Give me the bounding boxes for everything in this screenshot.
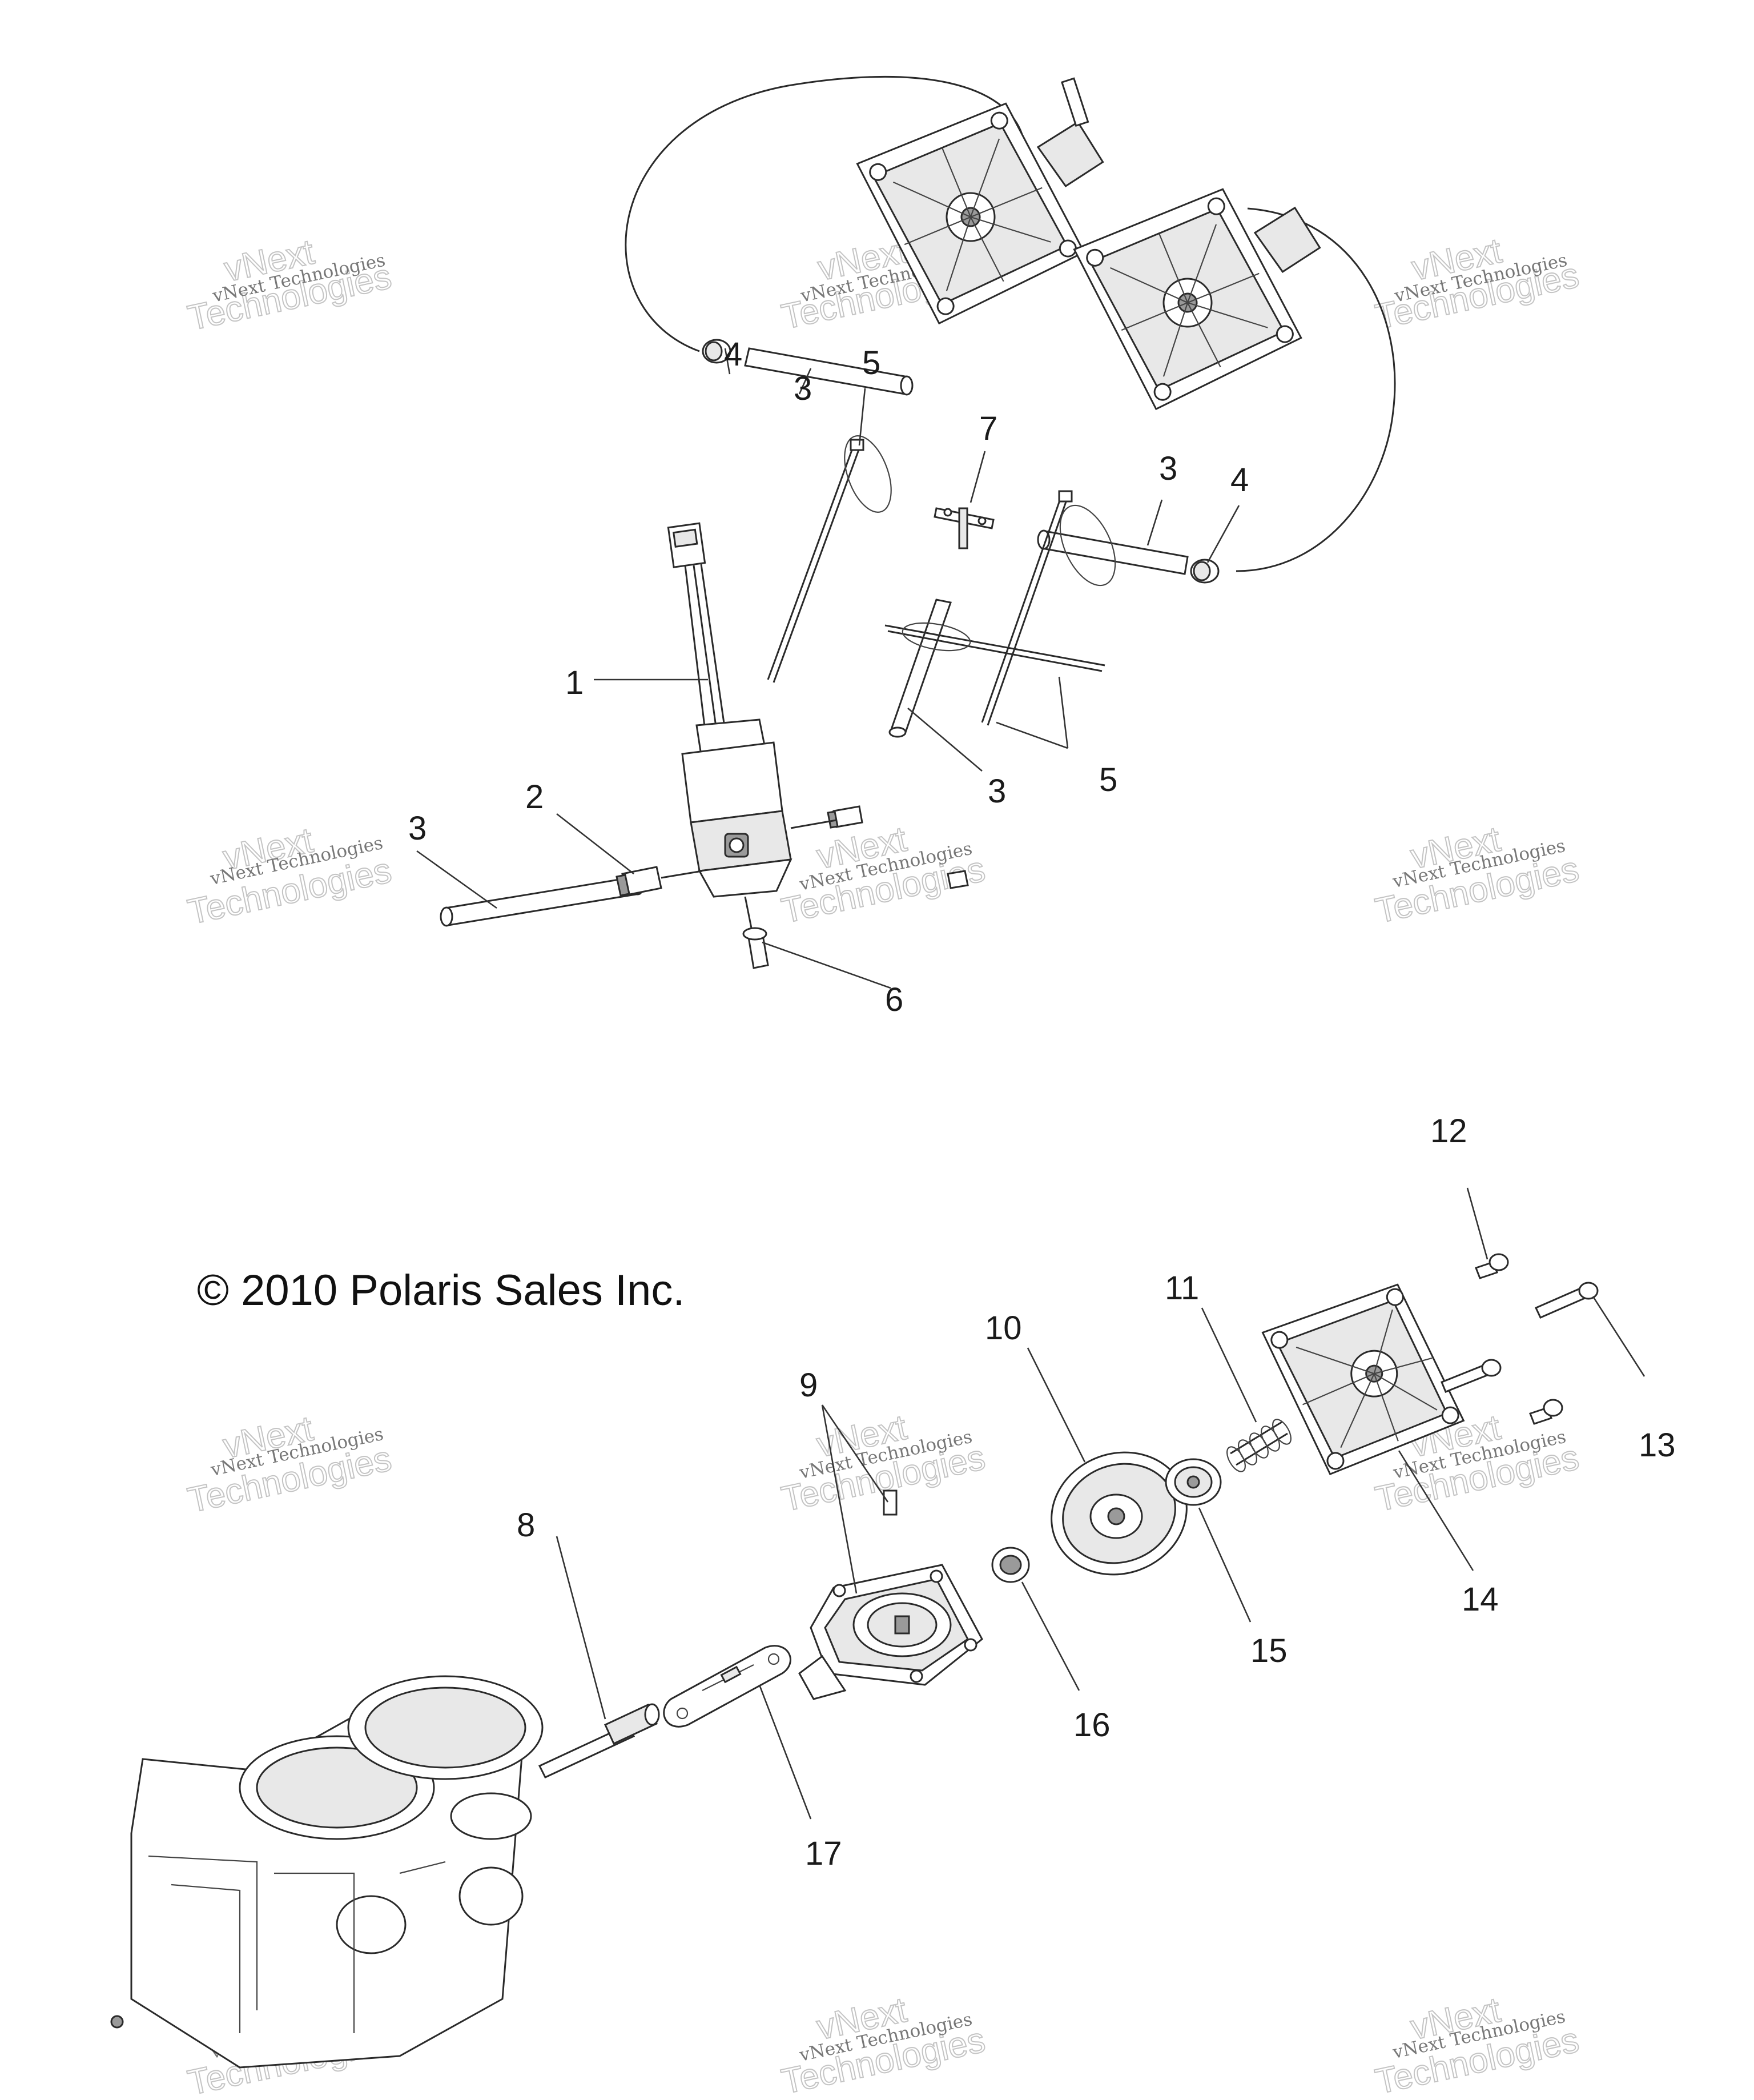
nipple-fitting (615, 866, 703, 897)
callout-4-left: 4 (724, 336, 742, 373)
callout-16: 16 (1073, 1706, 1111, 1744)
callout-14: 14 (1462, 1581, 1499, 1618)
watermark-low-center: vNext Technologies vNext Technologies (778, 1407, 989, 1520)
callout-11: 11 (1165, 1270, 1199, 1307)
diaphragm (1051, 1451, 1188, 1576)
callout-5-lower: 5 (1099, 761, 1117, 798)
callout-3-lower-left: 3 (408, 810, 427, 847)
watermark-mid-center: vNext Technologies vNext Technologies (778, 819, 989, 931)
hose-arc-left (625, 75, 1023, 352)
hose-clamp-left (702, 339, 731, 364)
bolt-short-upper (1475, 1253, 1509, 1279)
callout-7: 7 (979, 410, 997, 447)
gasket (663, 1645, 791, 1728)
callout-4-right: 4 (1230, 461, 1249, 499)
hose-clamp-right (1190, 559, 1220, 584)
hose-lower-left (440, 875, 645, 927)
watermark-top-right: vNext Technologies vNext Technologies (1371, 230, 1583, 338)
bolt-long-upper (1534, 1282, 1599, 1319)
copyright-notice: © 2010 Polaris Sales Inc. (197, 1266, 685, 1315)
callout-3-upper-left: 3 (794, 370, 812, 407)
valve-cover-bottom (1261, 1283, 1465, 1476)
hose-middle (888, 599, 952, 738)
watermark-mid-right: vNext Technologies vNext Technologies (1371, 819, 1583, 931)
seal-ring (991, 1547, 1030, 1583)
callout-8: 8 (517, 1507, 535, 1544)
hose-arc-right (1236, 207, 1396, 572)
leader-lines (416, 348, 1646, 1820)
hose-upper-left (744, 347, 914, 396)
elbow-fitting (790, 805, 969, 889)
power-valve-shaft (538, 1703, 660, 1778)
valve-cover-left (856, 77, 1104, 325)
sensor-assembly (667, 522, 792, 898)
callout-10: 10 (985, 1310, 1022, 1347)
spring-seat (1165, 1458, 1222, 1506)
watermark-bottom-right: vNext Technologies vNext Technologies (1371, 1990, 1583, 2100)
tie-strap-right (981, 490, 1116, 726)
watermark-top-left: vNext Technologies vNext Technologies (184, 232, 395, 339)
callout-15: 15 (1250, 1632, 1288, 1669)
callout-12: 12 (1430, 1113, 1467, 1150)
callout-6: 6 (885, 981, 903, 1018)
callout-1: 1 (565, 664, 584, 701)
callout-13: 13 (1639, 1427, 1676, 1464)
callout-5-upper: 5 (862, 344, 880, 382)
callout-2: 2 (525, 778, 544, 816)
tie-strap-left (767, 435, 892, 683)
spring (1226, 1419, 1292, 1472)
callout-3-middle: 3 (988, 773, 1006, 810)
watermark-low-left: vNext Technologies vNext Technologies (184, 1408, 395, 1521)
bolt-sensor (742, 896, 769, 969)
cylinder-block (110, 1675, 544, 2069)
valve-housing (798, 1489, 983, 1700)
callout-3-upper-right: 3 (1159, 450, 1177, 487)
hose-upper-right (1037, 529, 1189, 575)
callout-9: 9 (799, 1367, 818, 1404)
bolt-long-lower (1441, 1359, 1502, 1393)
tie-strap-lower (884, 622, 1105, 672)
valve-cover-right (1073, 188, 1321, 411)
tee-fitting (934, 507, 995, 549)
callout-17: 17 (805, 1835, 842, 1872)
watermark-bottom-center: vNext Technologies vNext Technologies (778, 1990, 989, 2100)
watermark-mid-left: vNext Technologies vNext Technologies (184, 820, 395, 933)
bolt-short-lower (1529, 1399, 1563, 1425)
